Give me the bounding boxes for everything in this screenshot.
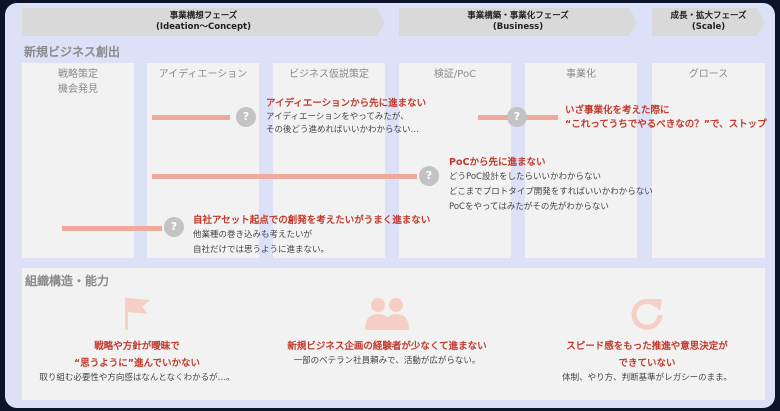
column-label: アイディエーション [158, 69, 248, 80]
question-icon: ? [419, 166, 439, 186]
issue-title: PoCから先に進まない [449, 157, 546, 168]
org-desc: 体制、やり方、判断基準がレガシーのまま。 [562, 373, 732, 383]
people-icon [267, 288, 507, 338]
org-title: “思うように”進んでいかない [73, 358, 200, 369]
org-item-experience: 新規ビジネス企画の経験者が少なくて進まない 一部のベテラン社員頼みで、活動が広が… [267, 288, 507, 368]
issue-title: いざ事業化を考えた際に [565, 105, 670, 116]
org-title: スピード感をもった推進や意思決定が [566, 341, 728, 352]
org-item-speed: スピード感をもった推進や意思決定が できていない 体制、やり方、判断基準がレガシ… [527, 288, 767, 385]
column-strategy: 戦略策定機会発見 [22, 63, 134, 258]
issue-ideation: アイディエーションから先に進まないアイディエーションをやってみたが、その後どう進… [266, 97, 426, 137]
column-ideation: アイディエーション [147, 63, 259, 258]
section-title: 組織構造・能力 [25, 274, 110, 288]
issue-line: アイディエーションをやってみたが、 [266, 112, 409, 122]
phase-sub: (Ideation〜Concept) [156, 22, 251, 32]
org-title: 戦略や方針が曖昧で [94, 341, 180, 352]
question-icon: ? [507, 107, 527, 127]
phase-sub: (Business) [492, 22, 544, 32]
column-label: グロース [688, 69, 729, 80]
phase-title: 事業構築・事業化フェーズ [467, 11, 569, 21]
issue-line: PoCをやってはみたがその先がわからない [449, 202, 609, 212]
org-title: 新規ビジネス企画の経験者が少なくて進まない [287, 341, 487, 352]
question-icon: ? [164, 217, 184, 237]
progress-bar [152, 174, 417, 179]
phase-ideation: 事業構想フェーズ(Ideation〜Concept) [22, 8, 385, 36]
issue-line: どこまでプロトタイプ開発をすればいいかわからない [449, 187, 653, 197]
issue-commercialization: いざ事業化を考えた際に “これってうちでやるべきなの？”で、ストップ [565, 104, 767, 132]
phase-title: 成長・拡大フェーズ [670, 11, 747, 21]
column-label: 機会発見 [58, 84, 98, 95]
org-item-strategy: 戦略や方針が曖昧で “思うように”進んでいかない 取り組む必要性や方向感はなんと… [17, 288, 257, 385]
issue-line: どうPoC設計をしたらいいかわからない [449, 172, 601, 182]
column-label: ビジネス仮説策定 [289, 69, 369, 80]
org-desc: 一部のベテラン社員頼みで、活動が広がらない。 [293, 356, 481, 366]
org-desc: 取り組む必要性や方向感はなんとなくわかるが…。 [39, 373, 235, 383]
column-label: 検証/PoC [433, 69, 477, 80]
org-section: 組織構造・能力 戦略や方針が曖昧で “思うように”進んでいかない 取り組む必要性… [22, 268, 765, 400]
refresh-icon [527, 288, 767, 338]
phase-title: 事業構想フェーズ [169, 11, 238, 21]
question-icon: ? [236, 107, 256, 127]
flag-icon [17, 288, 257, 338]
progress-bar [152, 115, 230, 120]
phase-business: 事業構築・事業化フェーズ(Business) [399, 8, 637, 36]
section-title: 新規ビジネス創出 [24, 45, 121, 59]
issue-poc: PoCから先に進まないどうPoC設計をしたらいいかわからないどこまでプロトタイプ… [449, 156, 653, 215]
issue-asset: 自社アセット起点での創発を考えたいがうまく進まない他業種の巻き込みも考えたいが自… [193, 214, 430, 258]
phase-sub: (Scale) [691, 22, 726, 32]
issue-title: 自社アセット起点での創発を考えたいがうまく進まない [193, 215, 431, 226]
column-growth: グロース [652, 63, 765, 258]
org-title: できていない [618, 358, 676, 369]
column-commercialization: 事業化 [525, 63, 637, 258]
phase-scale: 成長・拡大フェーズ(Scale) [652, 8, 765, 36]
issue-line: “これってうちでやるべきなの？”で、ストップ [565, 119, 767, 130]
issue-line: その後どう進めればいいかわからない… [266, 125, 420, 135]
column-hypothesis: ビジネス仮説策定 [273, 63, 385, 258]
column-label: 事業化 [566, 69, 596, 80]
progress-bar [62, 226, 162, 231]
column-label: 戦略策定 [58, 69, 98, 80]
issue-line: 自社だけでは思うように進まない。 [193, 245, 330, 255]
column-poc: 検証/PoC [399, 63, 511, 258]
issue-title: アイディエーションから先に進まない [266, 98, 427, 109]
issue-line: 他業種の巻き込みも考えたいが [193, 230, 313, 240]
